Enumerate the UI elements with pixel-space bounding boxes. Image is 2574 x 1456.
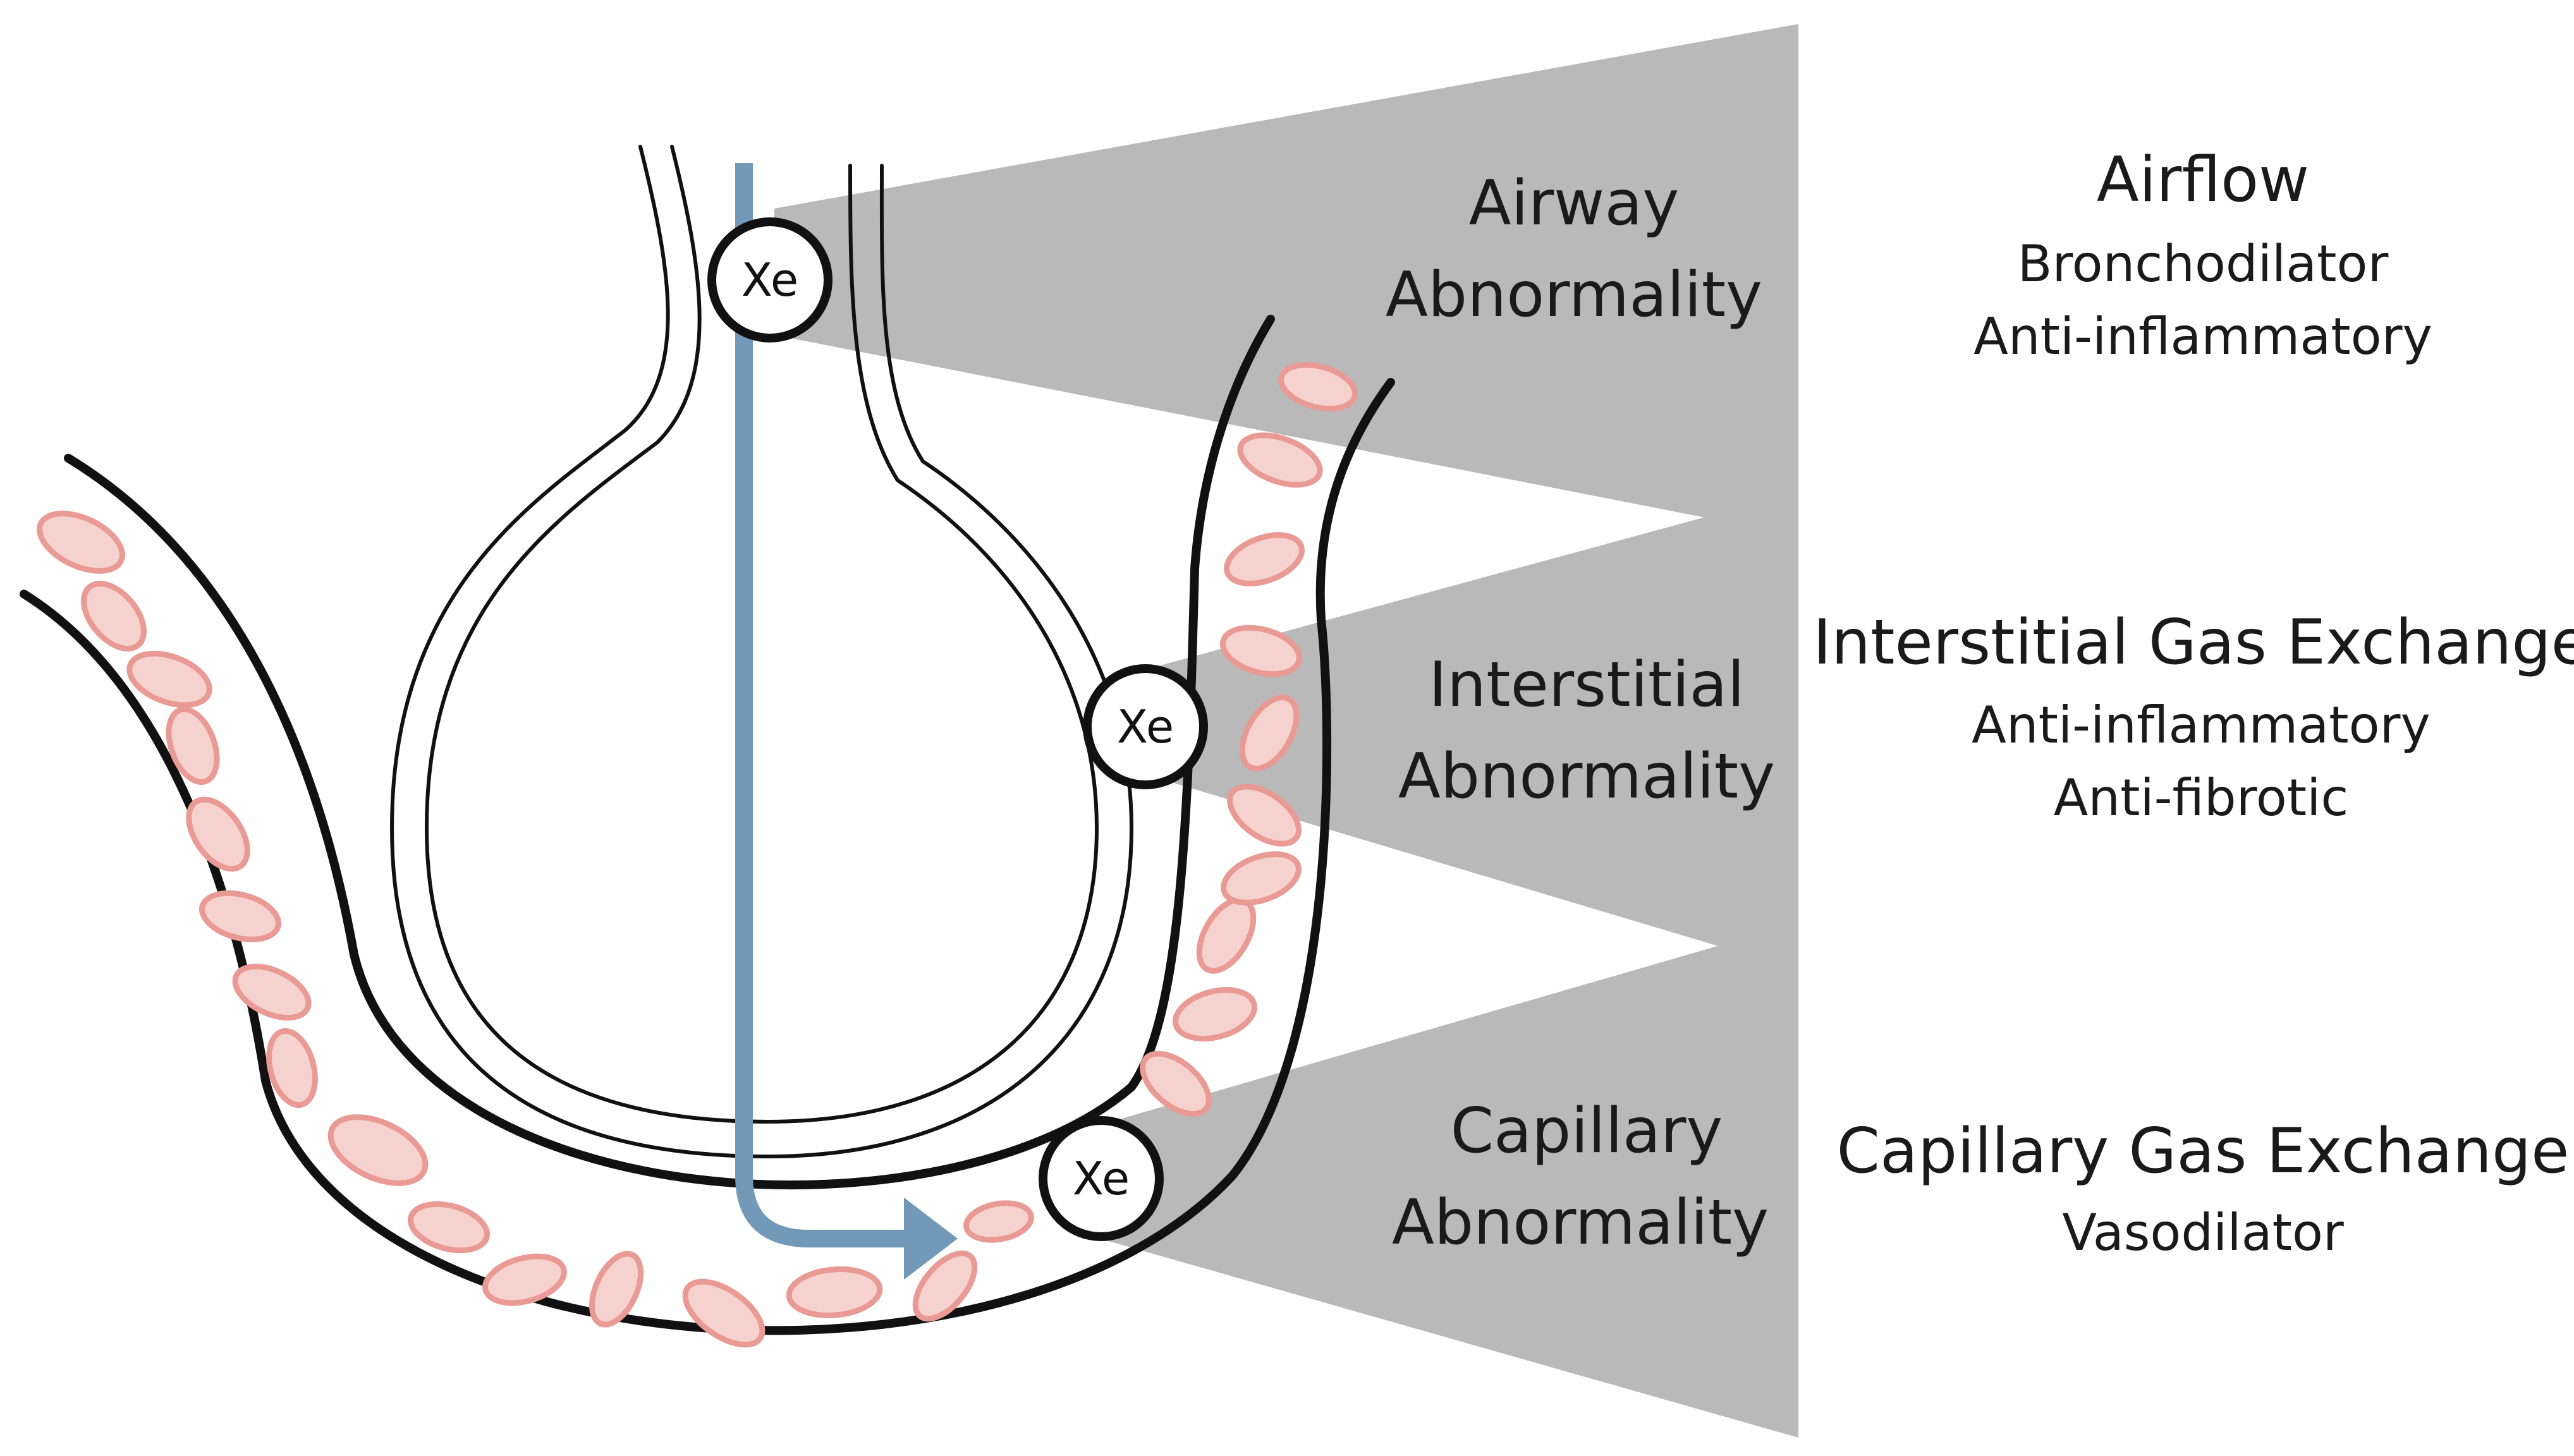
capillary-region-label-line1: Capillary xyxy=(1451,1095,1723,1167)
magnification-wedges xyxy=(774,24,1798,1438)
red-blood-cell xyxy=(1221,851,1302,906)
xe-marker-capillary: Xe xyxy=(1039,1116,1164,1241)
red-blood-cell xyxy=(1239,695,1300,772)
capillary-vessel xyxy=(20,315,1395,1335)
xe-marker-airway: Xe xyxy=(707,217,833,343)
region-labels: Airway Abnormality Interstitial Abnormal… xyxy=(1386,167,1775,1259)
flow-arrowhead xyxy=(904,1198,958,1280)
interstitial-wedge xyxy=(1144,492,1798,970)
capillary-wedge xyxy=(1100,923,1798,1438)
interstitial-region-label-line2: Abnormality xyxy=(1398,741,1775,813)
capillary-inner-wall xyxy=(64,315,1275,1189)
red-blood-cell xyxy=(327,1114,429,1186)
red-blood-cell xyxy=(166,706,220,786)
red-blood-cell xyxy=(482,1253,567,1306)
red-blood-cell xyxy=(126,650,212,708)
xe-marker-airway-circle xyxy=(707,217,833,343)
red-blood-cell xyxy=(682,1278,765,1348)
red-blood-cell xyxy=(1172,986,1258,1042)
red-blood-cell xyxy=(198,890,282,943)
red-blood-cell xyxy=(786,1266,883,1318)
red-blood-cell xyxy=(589,1251,644,1328)
interstitial-region-label-line1: Interstitial xyxy=(1429,649,1745,721)
airway-wall-left-outer xyxy=(389,145,1134,1159)
capillary-region-label-line2: Abnormality xyxy=(1392,1187,1769,1259)
airflow-heading: Airflow xyxy=(2097,144,2309,216)
red-blood-cell xyxy=(81,581,147,652)
red-blood-cell xyxy=(407,1201,491,1254)
measure-column: Airflow Bronchodilator Anti-inflammatory… xyxy=(1813,144,2574,1262)
red-blood-cell xyxy=(912,1250,978,1322)
red-blood-cell xyxy=(266,1028,318,1108)
capillary-treatment-1: Vasodilator xyxy=(2062,1203,2344,1262)
red-blood-cell xyxy=(1224,532,1305,586)
alveolus xyxy=(389,145,1134,1159)
xe-marker-capillary-label: Xe xyxy=(1073,1152,1130,1205)
red-blood-cell xyxy=(186,796,250,872)
red-blood-cells xyxy=(37,361,1358,1348)
red-blood-cell xyxy=(1140,1050,1212,1117)
airway-treatment-2: Anti-inflammatory xyxy=(1973,307,2432,366)
airway-treatment-1: Bronchodilator xyxy=(2018,234,2389,293)
airway-wedge xyxy=(774,24,1798,536)
airway-region-label-line1: Airway xyxy=(1469,167,1680,240)
red-blood-cell xyxy=(37,511,125,574)
interstitial-gas-exchange-heading: Interstitial Gas Exchange xyxy=(1813,607,2574,679)
red-blood-cell xyxy=(1237,432,1323,488)
xe-marker-interstitial-label: Xe xyxy=(1117,700,1174,753)
interstitial-treatment-1: Anti-inflammatory xyxy=(1972,696,2431,755)
xe-marker-capillary-circle xyxy=(1039,1116,1164,1241)
interstitial-treatment-2: Anti-fibrotic xyxy=(2054,768,2349,827)
flow-arrow-shaft xyxy=(735,163,910,1247)
airway-region-label-line2: Abnormality xyxy=(1386,259,1762,331)
airway-wall-left-inner xyxy=(424,145,1099,1124)
red-blood-cell xyxy=(232,964,312,1021)
xe-marker-interstitial: Xe xyxy=(1083,664,1208,789)
red-blood-cell xyxy=(963,1200,1034,1243)
capillary-outer-wall xyxy=(20,378,1395,1335)
xe-marker-interstitial-circle xyxy=(1083,664,1208,789)
red-blood-cell xyxy=(1219,624,1303,677)
gas-flow-arrow xyxy=(735,163,958,1280)
red-blood-cell xyxy=(1278,361,1358,412)
xe-marker-airway-label: Xe xyxy=(741,253,798,306)
red-blood-cell xyxy=(1227,784,1302,847)
capillary-gas-exchange-heading: Capillary Gas Exchange xyxy=(1837,1115,2570,1187)
